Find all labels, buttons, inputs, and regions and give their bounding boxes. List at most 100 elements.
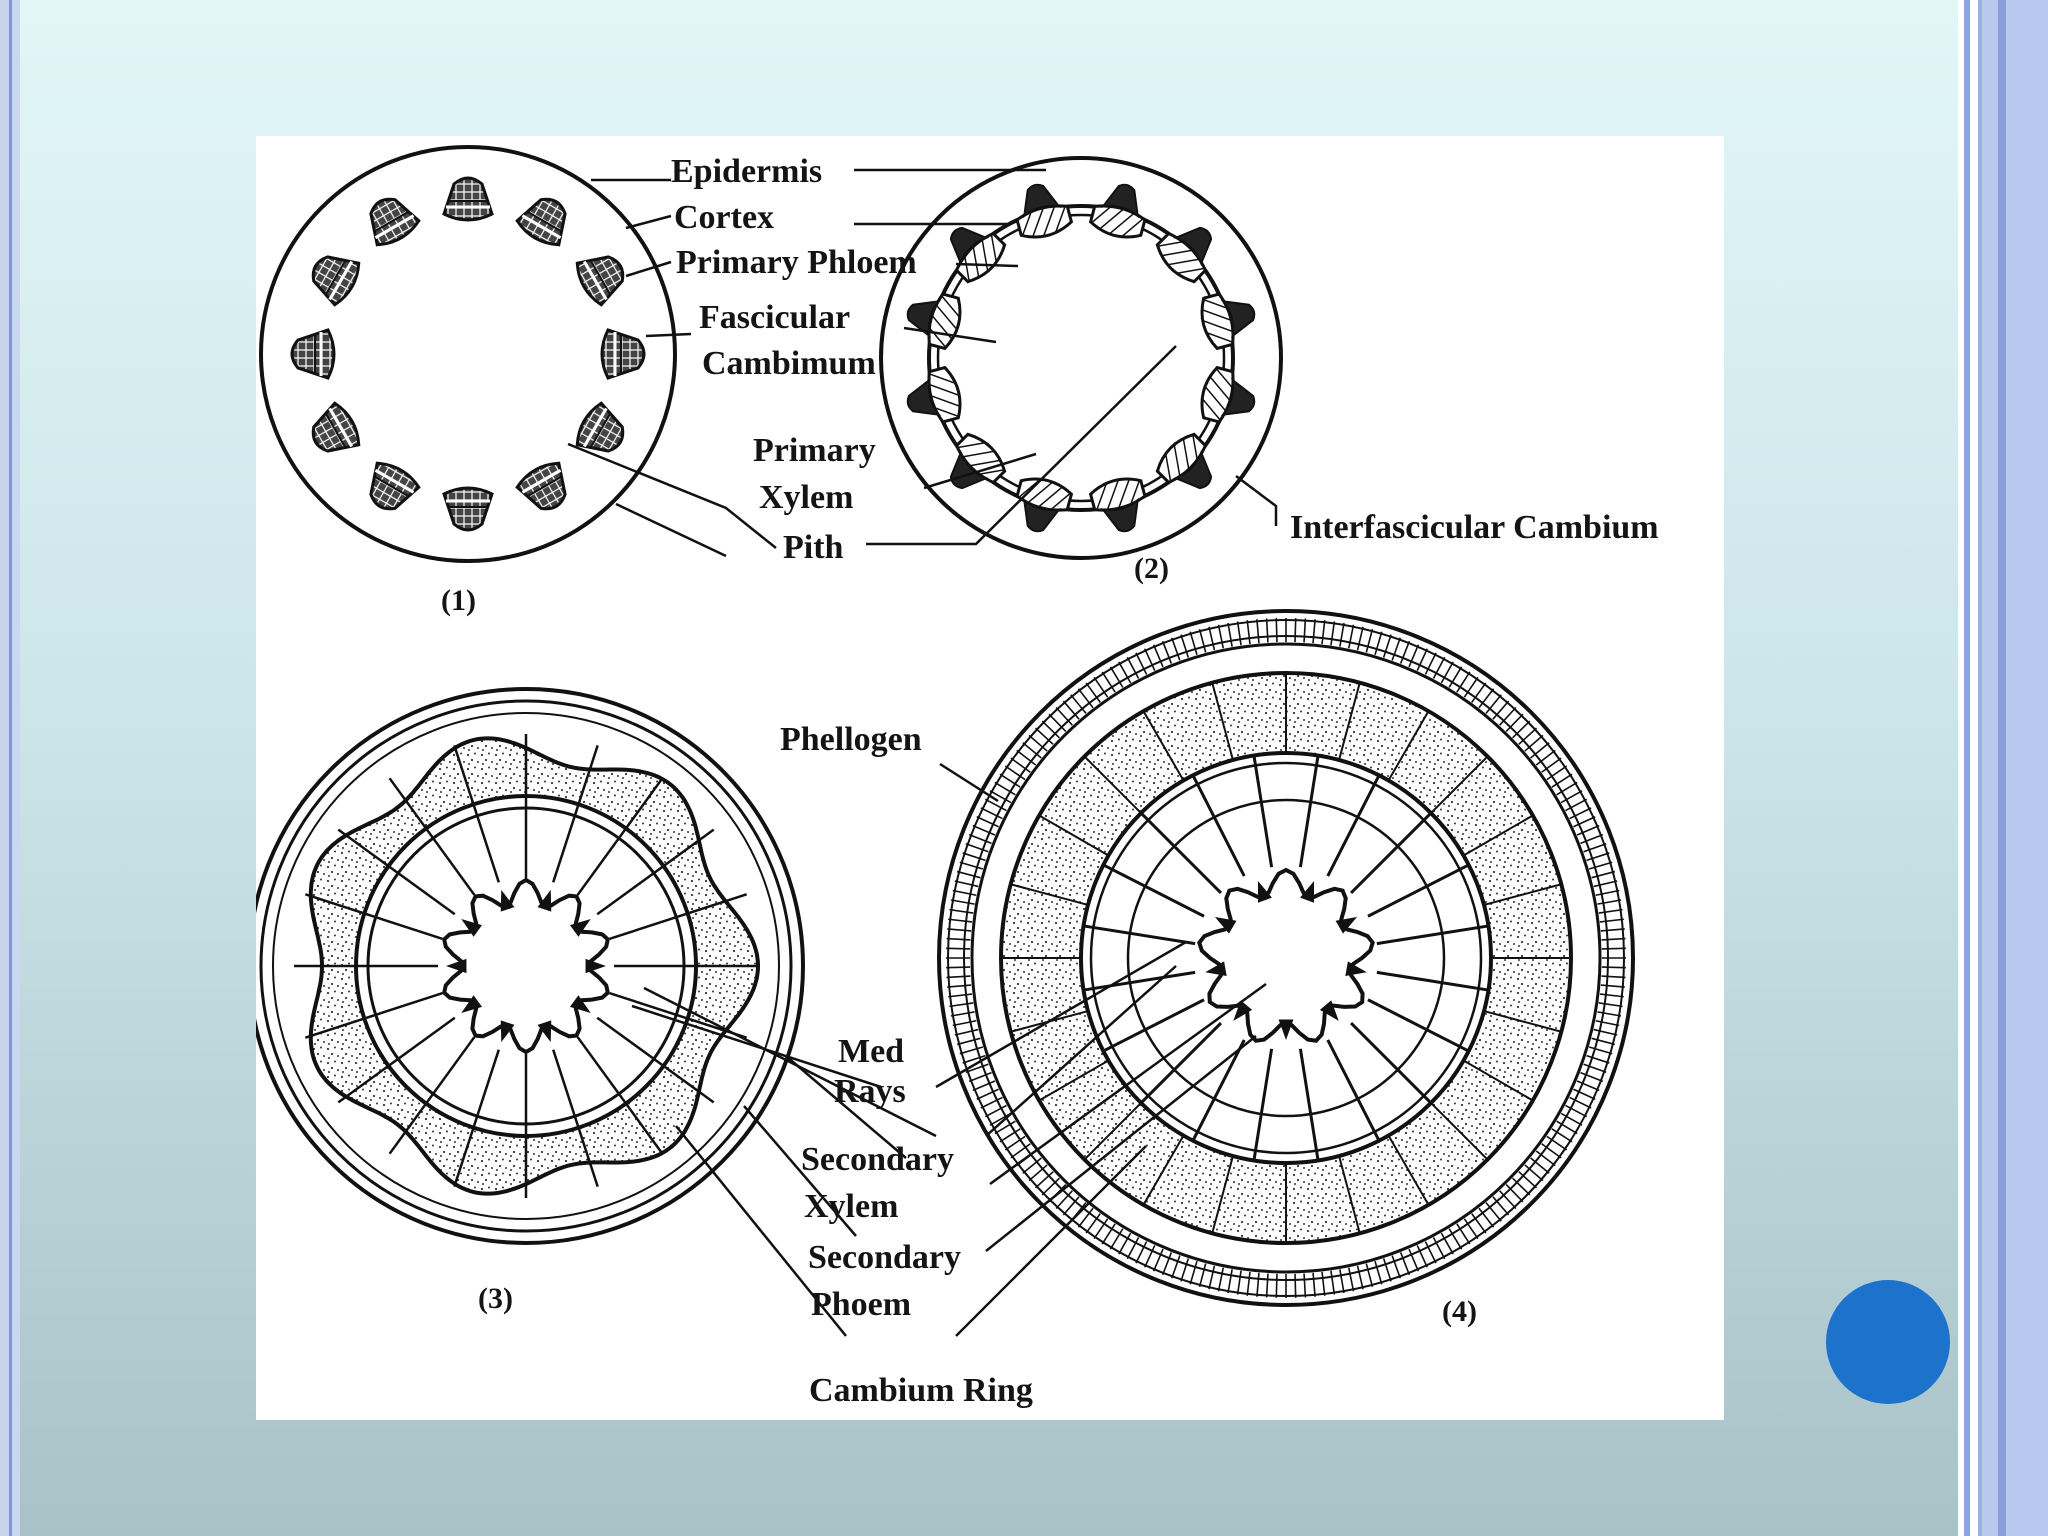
medullary-ray — [388, 777, 476, 896]
cork-cell — [1448, 1228, 1463, 1250]
cork-cell — [1303, 1273, 1307, 1298]
cork-cell — [1560, 790, 1583, 804]
stem-secondary-growth-diagram: Epidermis Cortex Primary Phloem Fascicul… — [256, 145, 1659, 1409]
cork-cell — [1041, 1177, 1060, 1196]
cork-cell — [1535, 1150, 1556, 1167]
cork-cell — [962, 1054, 986, 1064]
cork-cell — [1198, 628, 1207, 653]
cork-cell — [948, 918, 973, 923]
cork-cell — [1391, 1255, 1402, 1279]
cork-cell — [1022, 1157, 1042, 1174]
cork-cell — [1478, 1207, 1495, 1228]
cork-cell — [1217, 624, 1225, 649]
cork-cell — [1365, 628, 1374, 653]
cork-cell — [1093, 676, 1109, 698]
medullary-ray — [1376, 924, 1489, 946]
medullary-ray — [1349, 811, 1433, 895]
cork-cell — [1161, 640, 1173, 664]
cork-cell — [947, 984, 972, 988]
cork-cell — [1588, 861, 1613, 870]
xylem-tooth — [1233, 1000, 1253, 1021]
cork-cell — [949, 1002, 974, 1008]
cork-cell — [980, 1096, 1003, 1109]
cork-cell — [1512, 720, 1531, 739]
cork-cell — [1598, 908, 1623, 914]
medullary-ray — [1367, 863, 1470, 918]
cork-cell — [1161, 1252, 1173, 1276]
cork-cell — [1246, 620, 1251, 645]
cork-cell — [946, 947, 971, 950]
label-pith: Pith — [783, 529, 844, 566]
cork-cell — [1591, 1037, 1616, 1046]
cork-cell — [1576, 824, 1600, 836]
xylem-tooth — [500, 889, 515, 912]
cork-cell — [956, 870, 981, 879]
phloem-divider — [1038, 814, 1109, 857]
phloem-divider — [1083, 1102, 1142, 1161]
xylem-tooth — [1205, 961, 1227, 976]
xylem-tooth — [537, 1020, 552, 1043]
cork-cell — [1463, 676, 1479, 698]
medullary-ray — [609, 992, 748, 1039]
medullary-ray — [453, 744, 500, 883]
cork-cell — [948, 993, 973, 998]
cork-cell — [1382, 1258, 1392, 1282]
cork-cell — [949, 908, 974, 914]
slide-nav-button[interactable] — [1826, 1280, 1950, 1404]
medullary-ray — [1326, 1039, 1381, 1142]
cork-cell — [1101, 1223, 1116, 1245]
cork-cell — [1485, 694, 1502, 714]
cork-cell — [1126, 656, 1140, 679]
cork-cell — [1530, 1157, 1550, 1174]
medullary-ray — [1367, 998, 1470, 1053]
cork-cell — [1595, 889, 1620, 897]
cork-cell — [950, 1011, 975, 1017]
cork-cell — [959, 861, 984, 870]
medullary-ray — [388, 1036, 476, 1155]
phloem-divider — [1142, 1135, 1185, 1206]
xylem-tooth — [1335, 917, 1358, 934]
cork-cell — [1424, 1241, 1437, 1264]
medullary-ray — [552, 1049, 599, 1188]
medullary-ray — [1376, 970, 1489, 992]
cork-cell — [1294, 618, 1297, 643]
cork-cell — [1440, 1232, 1454, 1255]
cork-cell — [1356, 1265, 1364, 1290]
cork-cell — [980, 807, 1003, 820]
cork-cell — [1499, 1190, 1517, 1210]
left-frame-border — [0, 0, 20, 1536]
cork-cell — [1062, 700, 1080, 720]
cork-cell — [1593, 1028, 1618, 1036]
cork-cell — [1347, 1267, 1355, 1292]
figure-3-secondary-growth — [256, 687, 805, 1245]
cork-cell — [1312, 619, 1316, 644]
cork-cell — [1374, 631, 1383, 656]
cork-cell — [1601, 975, 1626, 979]
cork-cell — [1144, 648, 1156, 671]
cork-cell — [1416, 1245, 1428, 1268]
cork-cell — [1598, 1002, 1623, 1008]
cork-cell — [1499, 706, 1517, 726]
cork-cell — [1356, 626, 1364, 651]
cork-cell — [1256, 1272, 1260, 1297]
cork-cell — [1077, 1207, 1094, 1228]
medullary-ray — [552, 744, 599, 883]
xylem-tooth — [1214, 917, 1237, 934]
label-cambimum: Cambimum — [702, 345, 876, 382]
cork-cell — [956, 1037, 981, 1046]
cork-cell — [1265, 618, 1269, 643]
cork-cell — [1416, 648, 1428, 671]
cork-cell — [1256, 619, 1260, 644]
cork-cell — [954, 1028, 979, 1036]
cork-cell — [1048, 713, 1067, 732]
cork-cell — [1180, 634, 1190, 658]
cork-cell — [1569, 1096, 1592, 1109]
cork-cell — [1440, 661, 1454, 684]
medullary-ray — [337, 828, 456, 916]
cork-cell — [1600, 984, 1625, 988]
figure-4-mature-stem — [937, 609, 1635, 1307]
cork-cell — [962, 852, 986, 862]
medullary-ray — [576, 777, 664, 896]
cork-cell — [1560, 1112, 1583, 1126]
cork-cell — [1070, 694, 1087, 714]
